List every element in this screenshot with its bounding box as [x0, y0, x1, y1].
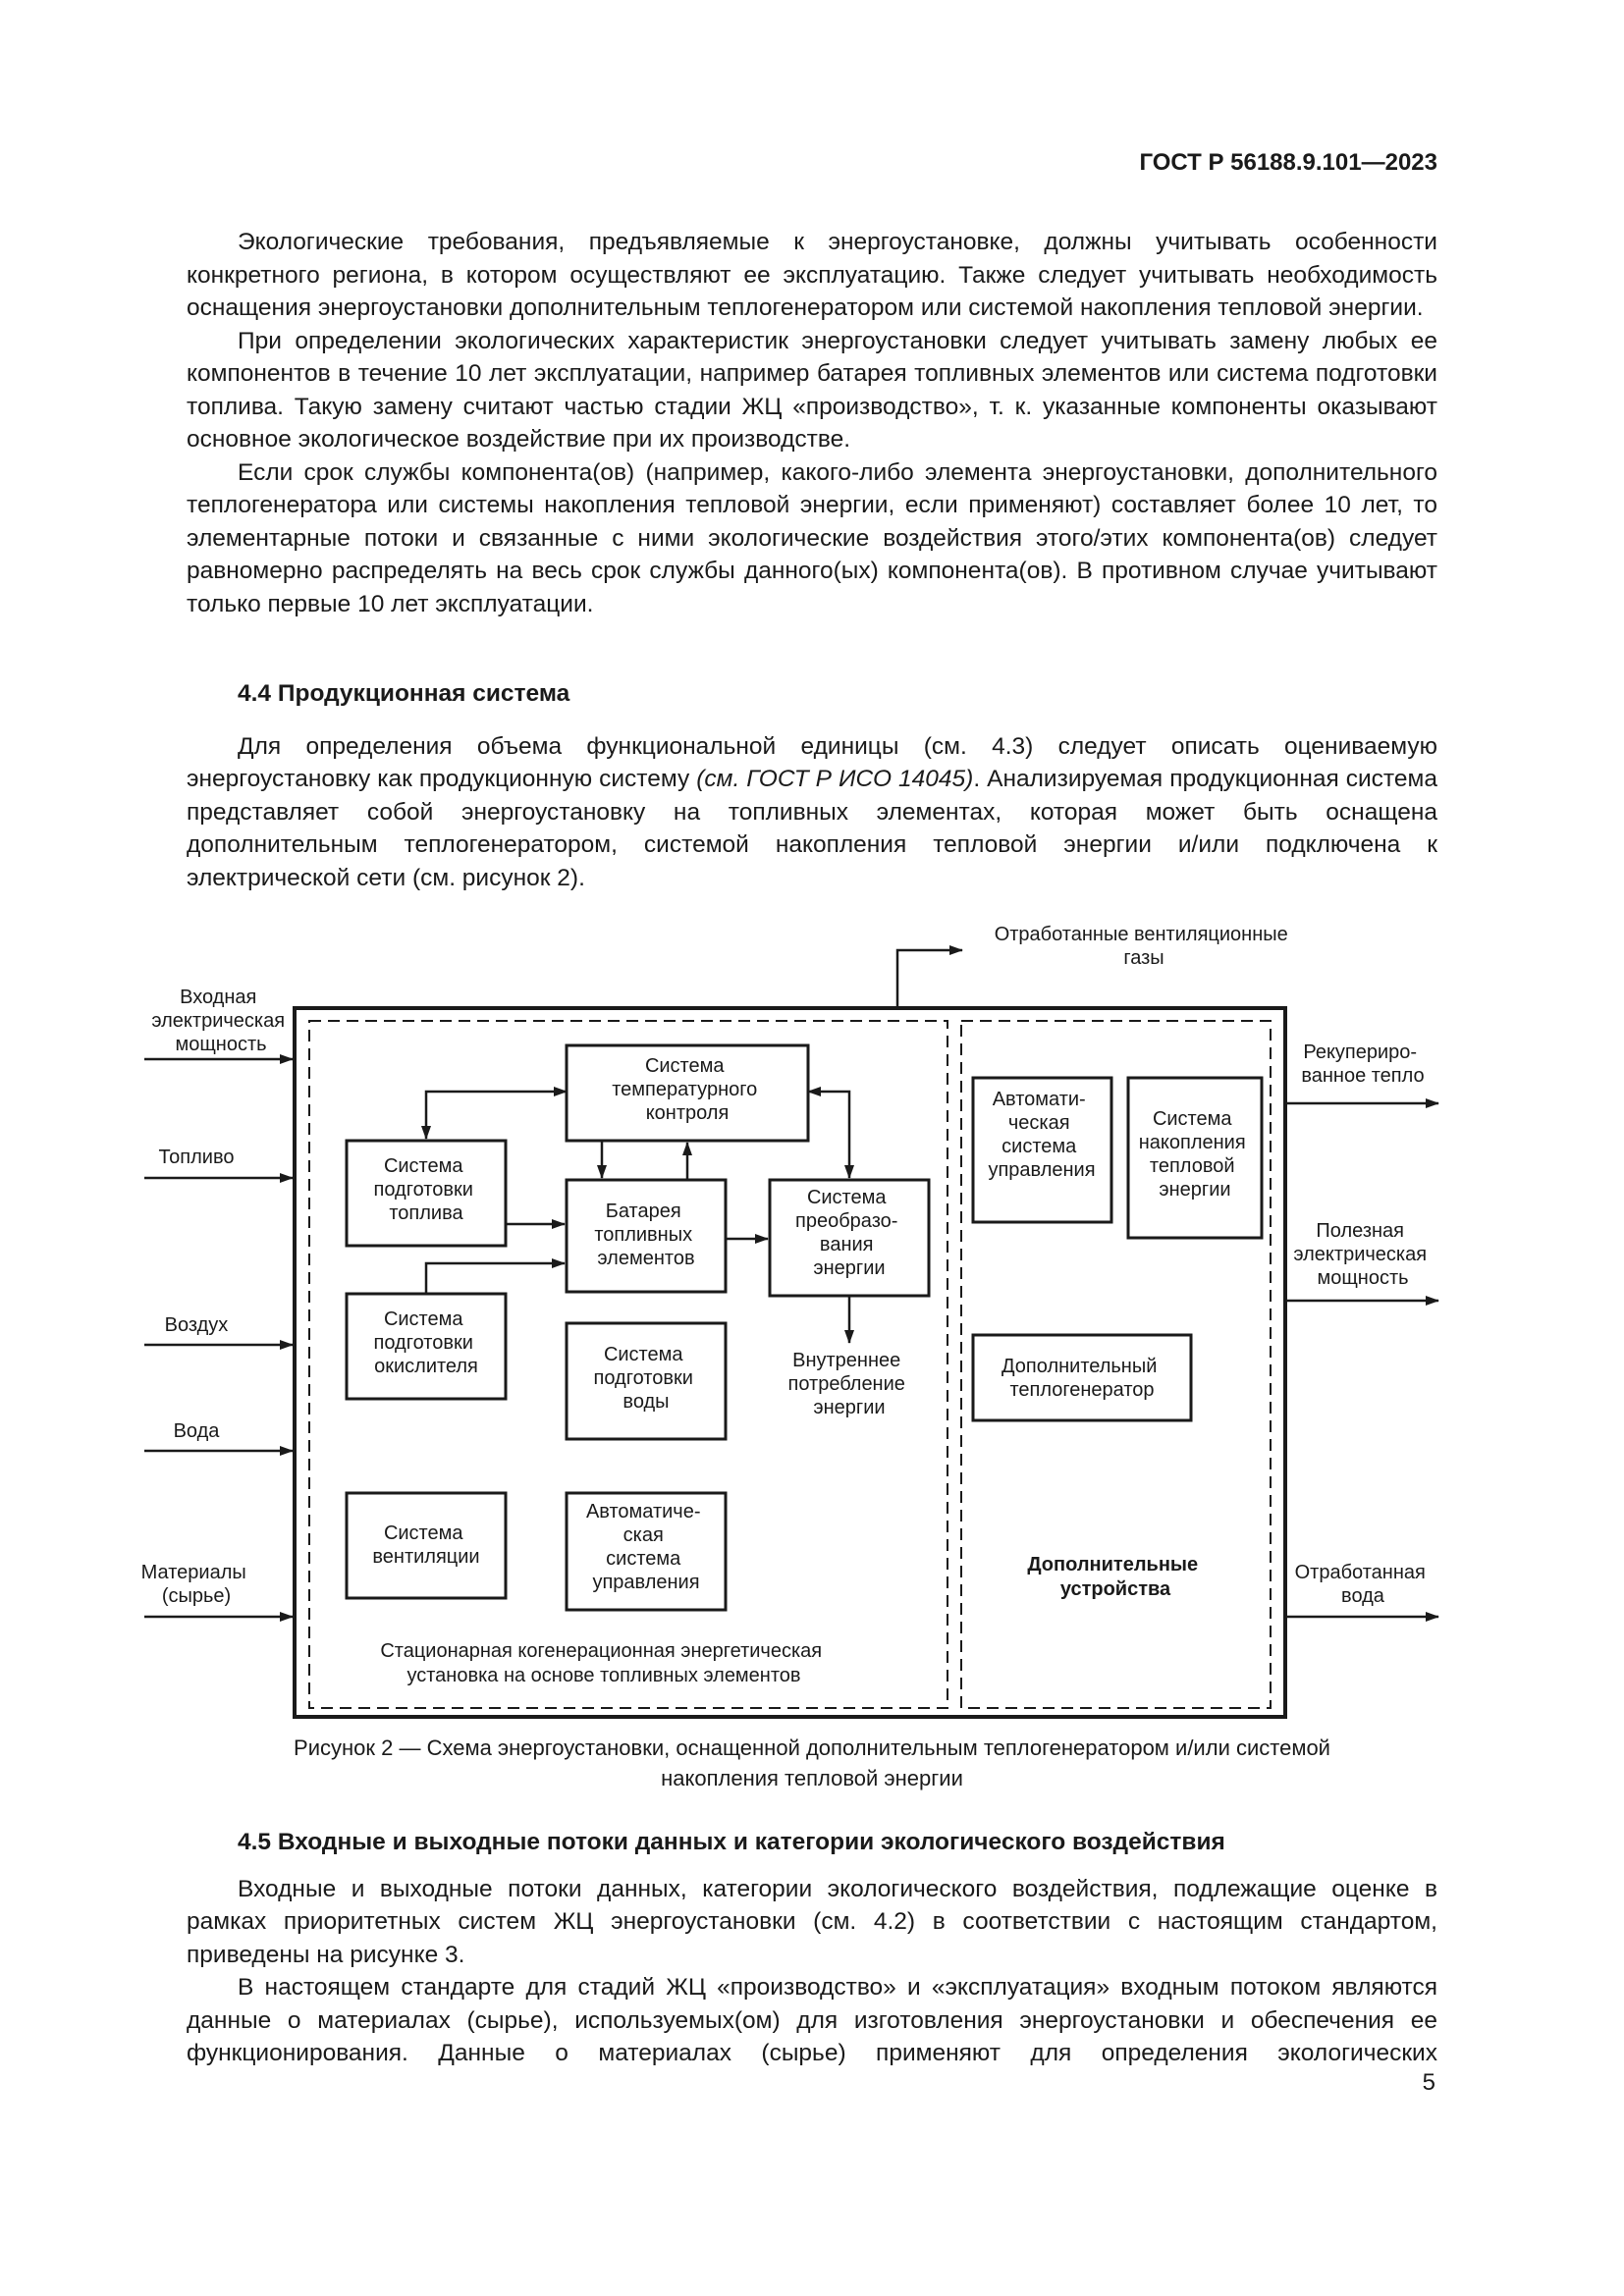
- block-fuel-prep: [345, 1139, 508, 1248]
- label-aux-devices: Дополнительные устройства: [1027, 1554, 1203, 1600]
- block-aux-auto-control: [971, 1076, 1113, 1224]
- arrow-temp-conv: [807, 1087, 854, 1179]
- label-in-water: Вода: [174, 1420, 221, 1442]
- label-power-conv: Система преобразо- вания энергии: [795, 1187, 903, 1279]
- top-paragraphs: Экологические требования, предъявляемые …: [187, 226, 1437, 620]
- label-in-fuel: Топливо: [159, 1147, 235, 1168]
- block-fc-stack: [565, 1178, 728, 1294]
- arrow-temp-fuelprep: [421, 1087, 568, 1140]
- label-fc-stack: Батарея топливных элементов: [594, 1201, 697, 1269]
- standard-reference: (см. ГОСТ Р ИСО 14045): [696, 766, 974, 792]
- block-auto-control: [565, 1491, 728, 1612]
- section-4-5: 4.5 Входные и выходные потоки данных и к…: [187, 1826, 1437, 2070]
- paragraph-text: . Анализируемая продукционная система пр…: [187, 766, 1437, 891]
- label-fuel-prep: Система подготовки топлива: [374, 1155, 479, 1224]
- document-id: ГОСТ Р 56188.9.101—2023: [1139, 149, 1437, 176]
- label-in-power: Входная электрическая мощность: [151, 987, 290, 1055]
- block-heat-storage: [1126, 1076, 1264, 1240]
- arrow-oxidant-stack: [424, 1258, 566, 1294]
- label-out-exhaust: Отработанные вентиляционные газы: [995, 924, 1294, 969]
- label-oxidant-prep: Система подготовки окислителя: [374, 1308, 479, 1377]
- label-aux-auto-control: Автомати- ческая система управления: [988, 1089, 1095, 1181]
- paragraph: Входные и выходные потоки данных, катего…: [187, 1875, 1437, 1968]
- arrow-out-exhaust: [895, 945, 963, 1008]
- label-heat-storage: Система накопления тепловой энергии: [1139, 1108, 1252, 1201]
- section-heading: 4.5 Входные и выходные потоки данных и к…: [238, 1829, 1225, 1855]
- label-water-prep: Система подготовки воды: [594, 1344, 699, 1413]
- paragraph: Экологические требования, предъявляемые …: [187, 229, 1437, 321]
- page-number: 5: [1422, 2069, 1435, 2096]
- figure-caption: Рисунок 2 — Схема энергоустановки, оснащ…: [294, 1735, 1330, 1790]
- label-ventilation: Система вентиляции: [372, 1522, 479, 1568]
- label-out-heat: Рекупериро- ванное тепло: [1301, 1041, 1424, 1087]
- block-ventilation: [345, 1491, 508, 1600]
- block-water-prep: [565, 1321, 728, 1441]
- section-heading: 4.4 Продукционная система: [238, 680, 570, 707]
- label-out-power: Полезная электрическая мощность: [1293, 1220, 1432, 1289]
- paragraph-text: Для определения объема функциональной ед…: [187, 732, 1437, 793]
- block-aux-heat-gen: [971, 1333, 1193, 1422]
- paragraph: Если срок службы компонента(ов) (наприме…: [187, 458, 1437, 617]
- paragraph: Для определения объема функциональной ед…: [187, 730, 1437, 895]
- paragraph: При определении экологических характерис…: [187, 327, 1437, 454]
- label-aux-heat-gen: Дополнительный теплогенератор: [1001, 1356, 1163, 1401]
- label-auto-control: Автоматиче- ская система управления: [586, 1501, 706, 1593]
- aux-boundary: [960, 1020, 1272, 1709]
- label-in-air: Воздух: [165, 1314, 229, 1336]
- label-in-materials: Материалы (сырье): [141, 1562, 252, 1607]
- section-4-4: 4.4 Продукционная система Для определени…: [187, 677, 1437, 894]
- plant-boundary: [308, 1020, 948, 1709]
- label-internal-consumption: Внутреннее потребление энергии: [788, 1350, 911, 1418]
- outer-frame: [293, 1006, 1287, 1719]
- label-temp-control: Система температурного контроля: [612, 1055, 763, 1124]
- paragraph: В настоящем стандарте для стадий ЖЦ «про…: [187, 1974, 1437, 2066]
- label-out-water: Отработанная вода: [1295, 1562, 1432, 1607]
- label-plant: Стационарная когенерационная энергетичес…: [380, 1640, 827, 1686]
